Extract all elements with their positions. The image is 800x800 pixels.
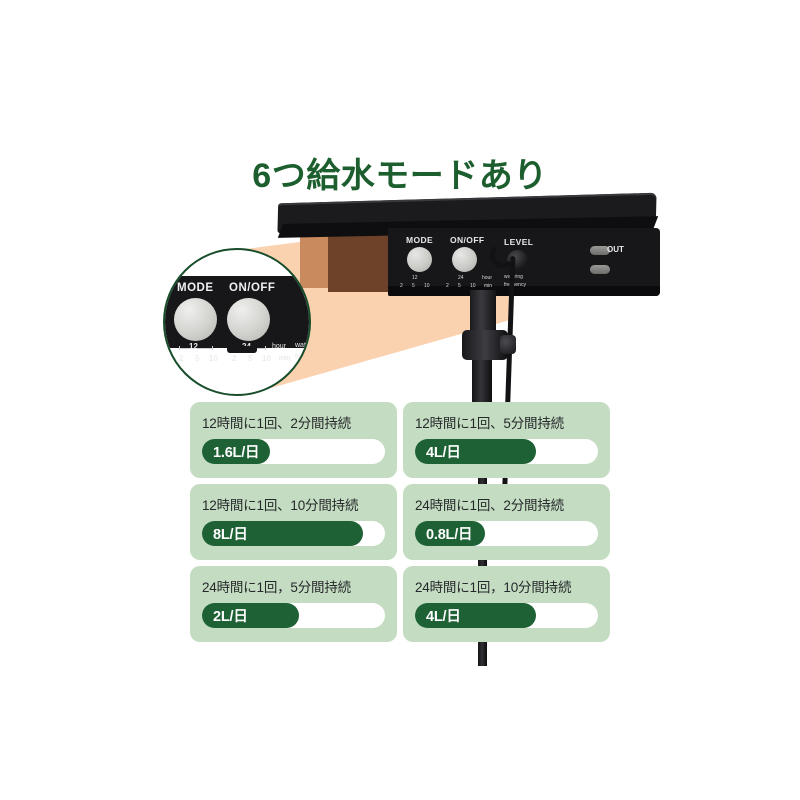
inset-onoff-min-2: 2 bbox=[232, 354, 237, 363]
control-panel-body: MODE ON/OFF LEVEL 12 24 hour watering 2 … bbox=[388, 228, 660, 296]
mode-button[interactable] bbox=[407, 247, 432, 272]
page-title: 6つ給水モードあり bbox=[252, 157, 548, 195]
panel-min-unit: min bbox=[484, 283, 493, 289]
mode-volume-bar: 8L/日 bbox=[202, 521, 385, 546]
mode-description: 24時間に1回，5分間持続 bbox=[202, 580, 351, 595]
mode-card: 12時間に1回、2分間持続 1.6L/日 bbox=[190, 402, 397, 478]
mode-card: 12時間に1回、5分間持続 4L/日 bbox=[403, 402, 610, 478]
panel-mode-min-2: 2 bbox=[400, 283, 403, 289]
magnifier-inset: MODE ON/OFF 12 24 hour watering 2 5 10 2… bbox=[163, 248, 311, 396]
panel-level-label: LEVEL bbox=[504, 237, 534, 247]
inset-onoff-min-5: 5 bbox=[248, 354, 253, 363]
watering-mode-list: 12時間に1回、2分間持続 1.6L/日 12時間に1回、5分間持続 4L/日 … bbox=[190, 402, 610, 642]
panel-onoff-min-2: 2 bbox=[446, 283, 449, 289]
inset-mode-min-10: 10 bbox=[209, 354, 218, 363]
pole-neck bbox=[470, 290, 496, 336]
mode-description: 12時間に1回、10分間持続 bbox=[202, 498, 359, 513]
panel-mode-label: MODE bbox=[406, 235, 434, 245]
mode-volume-label: 4L/日 bbox=[426, 609, 461, 625]
inset-mode-bracket bbox=[179, 346, 213, 350]
panel-hour-unit: hour bbox=[482, 275, 493, 281]
mode-volume-label: 4L/日 bbox=[426, 445, 461, 461]
inset-mode-label: MODE bbox=[177, 282, 214, 294]
mode-card: 24時間に1回，5分間持続 2L/日 bbox=[190, 566, 397, 642]
mode-card: 24時間に1回，10分間持続 4L/日 bbox=[403, 566, 610, 642]
mode-volume-bar: 2L/日 bbox=[202, 603, 385, 628]
power-cable-loop bbox=[490, 242, 516, 268]
onoff-button[interactable] bbox=[452, 247, 477, 272]
panel-mode-min-10: 10 bbox=[424, 283, 430, 289]
mode-card: 24時間に1回、2分間持続 0.8L/日 bbox=[403, 484, 610, 560]
panel-onoff-min-10: 10 bbox=[470, 283, 476, 289]
mode-card: 12時間に1回、10分間持続 8L/日 bbox=[190, 484, 397, 560]
mode-description: 12時間に1回、5分間持続 bbox=[415, 416, 564, 431]
mode-description: 12時間に1回、2分間持続 bbox=[202, 416, 351, 431]
mode-volume-bar: 1.6L/日 bbox=[202, 439, 385, 464]
pole-clamp-knob bbox=[500, 335, 516, 354]
inset-onoff-label: ON/OFF bbox=[229, 282, 276, 294]
mode-volume-fill: 4L/日 bbox=[415, 439, 536, 464]
outlet-port-1[interactable] bbox=[590, 246, 610, 255]
panel-mode-min-5: 5 bbox=[412, 283, 415, 289]
panel-onoff-label: ON/OFF bbox=[450, 235, 485, 245]
inset-onoff-button[interactable] bbox=[227, 298, 270, 341]
mode-volume-fill: 1.6L/日 bbox=[202, 439, 270, 464]
mode-volume-fill: 4L/日 bbox=[415, 603, 536, 628]
mode-volume-bar: 4L/日 bbox=[415, 603, 598, 628]
inset-hour-unit: hour bbox=[272, 343, 287, 350]
inset-mode-button[interactable] bbox=[174, 298, 217, 341]
mode-volume-bar: 4L/日 bbox=[415, 439, 598, 464]
mode-volume-label: 0.8L/日 bbox=[426, 527, 473, 543]
mode-volume-label: 8L/日 bbox=[213, 527, 248, 543]
mode-volume-fill: 8L/日 bbox=[202, 521, 364, 546]
mode-volume-fill: 0.8L/日 bbox=[415, 521, 485, 546]
outlet-port-2[interactable] bbox=[590, 265, 610, 274]
panel-out-label: OUT bbox=[607, 245, 624, 254]
mode-volume-bar: 0.8L/日 bbox=[415, 521, 598, 546]
inset-onoff-min-10: 10 bbox=[262, 354, 271, 363]
mode-volume-fill: 2L/日 bbox=[202, 603, 299, 628]
inset-mode-min-5: 5 bbox=[195, 354, 200, 363]
mode-volume-label: 2L/日 bbox=[213, 609, 248, 625]
mode-description: 24時間に1回、2分間持続 bbox=[415, 498, 564, 513]
inset-min-unit: min bbox=[279, 355, 291, 362]
inset-control-plate: MODE ON/OFF 12 24 hour watering 2 5 10 2… bbox=[165, 276, 310, 363]
product-photo: MODE ON/OFF LEVEL 12 24 hour watering 2 … bbox=[150, 190, 670, 670]
inset-watering-label: watering bbox=[295, 342, 310, 349]
panel-onoff-min-5: 5 bbox=[458, 283, 461, 289]
pole-upper bbox=[472, 356, 492, 410]
inset-frequency-label: frequency bbox=[295, 354, 309, 361]
inset-mode-min-2: 2 bbox=[179, 354, 184, 363]
mode-description: 24時間に1回，10分間持続 bbox=[415, 580, 572, 595]
panel-onoff-hour-tick: 24 bbox=[458, 275, 464, 281]
panel-mode-hour-tick: 12 bbox=[412, 275, 418, 281]
panel-frequency-label: frequency bbox=[504, 282, 526, 288]
mode-volume-label: 1.6L/日 bbox=[213, 445, 260, 461]
inset-plate-foot bbox=[227, 346, 257, 353]
inset-mode-hours: 12 bbox=[189, 342, 198, 351]
